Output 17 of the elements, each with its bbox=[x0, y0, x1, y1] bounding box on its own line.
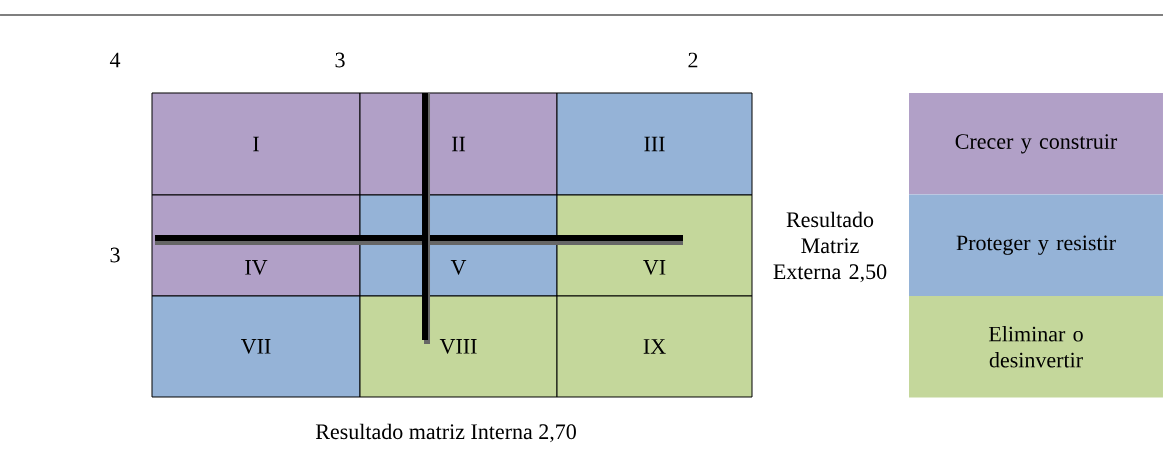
matrix-cell: IX bbox=[556, 295, 753, 398]
legend-box: Proteger y resistir bbox=[909, 194, 1163, 296]
matrix-cell: I bbox=[151, 92, 361, 196]
matrix-cell: II bbox=[359, 92, 558, 196]
legend-box: Crecer y construir bbox=[909, 93, 1163, 195]
axis-label: Resultado Matriz Externa 2,50 bbox=[773, 211, 887, 283]
matrix-cell: IV bbox=[151, 194, 361, 297]
axis-label: Resultado matriz Interna 2,70 bbox=[315, 423, 576, 443]
matrix-cell: VII bbox=[151, 295, 361, 398]
matrix-cell: VIII bbox=[359, 295, 558, 398]
axis-label: 3 bbox=[110, 247, 120, 263]
axis-label: 4 bbox=[109, 52, 121, 68]
axis-label: 3 bbox=[335, 52, 345, 68]
matrix-cell: VI bbox=[556, 194, 753, 297]
axis-label: 2 bbox=[688, 52, 698, 68]
legend-box: Eliminar o desinvertir bbox=[909, 296, 1163, 398]
matrix-cell: III bbox=[556, 92, 753, 196]
